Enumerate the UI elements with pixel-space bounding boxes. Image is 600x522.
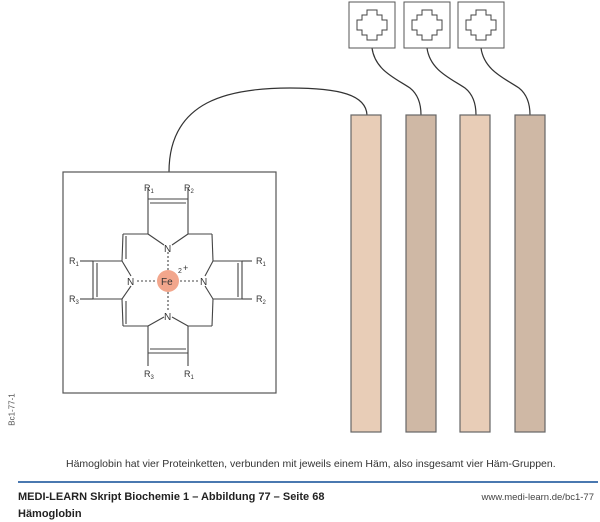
porphyrin-ring bbox=[80, 188, 252, 366]
substituent-right-top: R1 bbox=[256, 256, 267, 268]
connector-main bbox=[168, 87, 368, 173]
connector-3 bbox=[426, 47, 477, 116]
hemoglobin-diagram: Fe 2 + N N N N R1 R2 R1 R3 R1 R2 R3 R1 bbox=[62, 1, 546, 433]
heme-icon bbox=[403, 1, 451, 49]
iron-charge-number: 2 bbox=[178, 268, 182, 275]
figure-code: Bc1-77-1 bbox=[7, 393, 17, 426]
substituent-left-bottom: R3 bbox=[69, 294, 80, 306]
footer-url[interactable]: www.medi-learn.de/bc1-77 bbox=[481, 492, 594, 503]
footer-divider bbox=[18, 481, 598, 483]
iron-label: Fe bbox=[161, 277, 173, 288]
substituent-bottom-right: R1 bbox=[184, 369, 195, 381]
protein-chain-4 bbox=[514, 114, 546, 433]
connector-2 bbox=[371, 47, 422, 116]
substituent-right-bottom: R2 bbox=[256, 294, 267, 306]
heme-icon bbox=[457, 1, 505, 49]
substituent-left-top: R1 bbox=[69, 256, 80, 268]
substituent-bottom-left: R3 bbox=[144, 369, 155, 381]
figure-caption: Hämoglobin hat vier Proteinketten, verbu… bbox=[66, 458, 556, 470]
protein-chain-1 bbox=[350, 114, 382, 433]
nitrogen-bottom: N bbox=[164, 312, 171, 323]
nitrogen-top: N bbox=[164, 244, 171, 255]
sub: 1 bbox=[151, 189, 155, 195]
footer-subtitle: Hämoglobin bbox=[18, 508, 82, 520]
protein-chain-2 bbox=[405, 114, 437, 433]
connector-4 bbox=[480, 47, 531, 116]
footer-title: MEDI-LEARN Skript Biochemie 1 – Abbildun… bbox=[18, 491, 325, 503]
substituent-top-right: R2 bbox=[184, 183, 195, 195]
substituent-top-left: R1 bbox=[144, 183, 155, 195]
protein-chain-3 bbox=[459, 114, 491, 433]
nitrogen-left: N bbox=[127, 277, 134, 288]
iron-charge-sign: + bbox=[183, 263, 188, 273]
nitrogen-right: N bbox=[200, 277, 207, 288]
heme-icon bbox=[348, 1, 396, 49]
iron-ion bbox=[157, 270, 179, 292]
